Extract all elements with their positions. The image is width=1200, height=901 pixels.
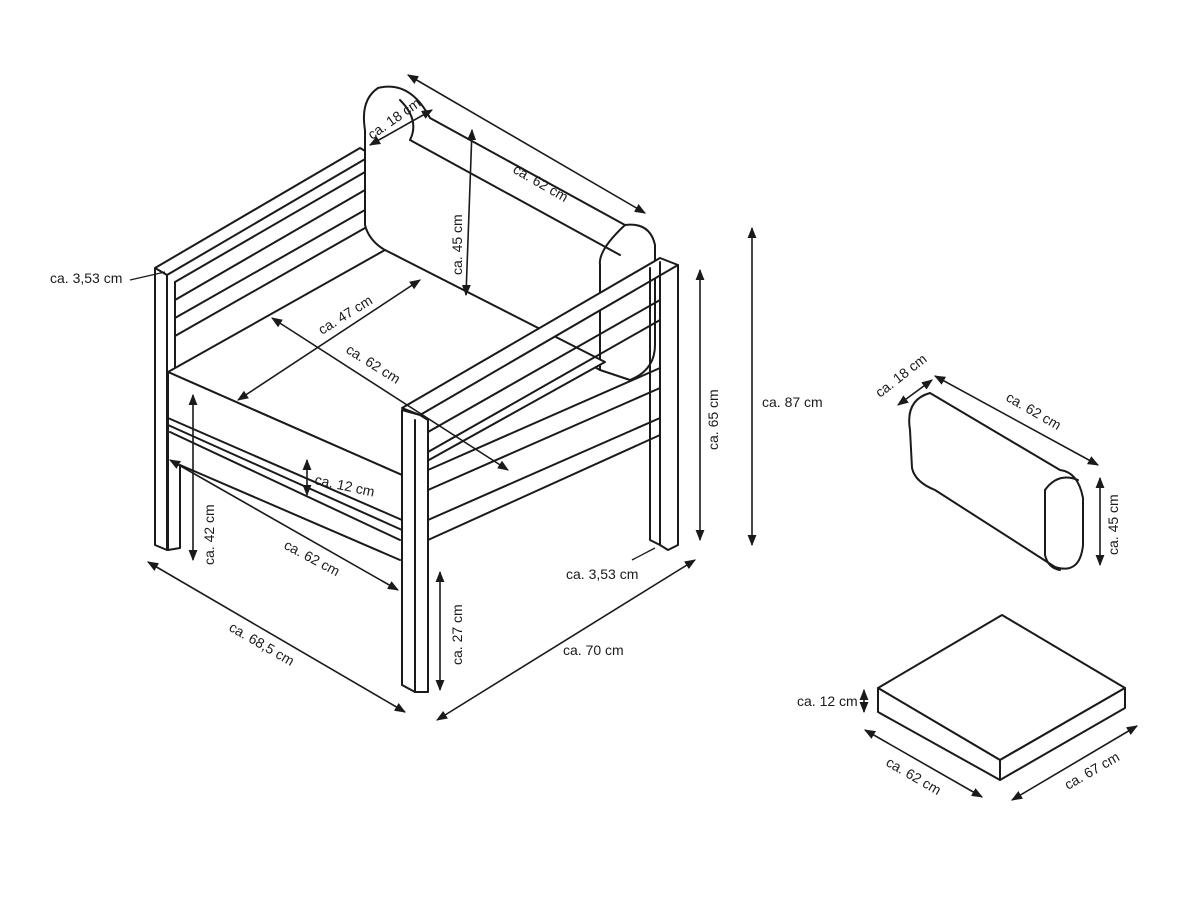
label-front-width: ca. 62 cm	[282, 537, 343, 580]
label-seat-height: ca. 42 cm	[201, 504, 217, 565]
label-ground-clearance: ca. 27 cm	[449, 604, 465, 665]
label-bolster-depth-detail: ca. 18 cm	[872, 350, 930, 400]
chair-dimension-lines	[129, 74, 757, 721]
label-cushion-thickness-detail: ca. 12 cm	[797, 693, 858, 709]
bolster-drawing: ca. 18 cm ca. 62 cm ca. 45 cm	[872, 350, 1121, 571]
label-overall-width: ca. 70 cm	[563, 642, 624, 658]
label-cushion-depth-detail: ca. 67 cm	[1062, 748, 1123, 792]
label-bolster-height: ca. 45 cm	[449, 214, 465, 275]
label-bolster-height-detail: ca. 45 cm	[1105, 494, 1121, 555]
label-bolster-length-detail: ca. 62 cm	[1004, 389, 1065, 433]
armchair-drawing	[154, 85, 679, 693]
label-arm-height: ca. 65 cm	[705, 389, 721, 450]
label-cushion-width-detail: ca. 62 cm	[884, 754, 945, 798]
label-overall-height: ca. 87 cm	[762, 394, 823, 410]
label-arm-thickness-right: ca. 3,53 cm	[566, 566, 638, 582]
seat-cushion-drawing: ca. 12 cm ca. 62 cm ca. 67 cm	[797, 614, 1138, 801]
label-arm-thickness-left: ca. 3,53 cm	[50, 270, 122, 286]
